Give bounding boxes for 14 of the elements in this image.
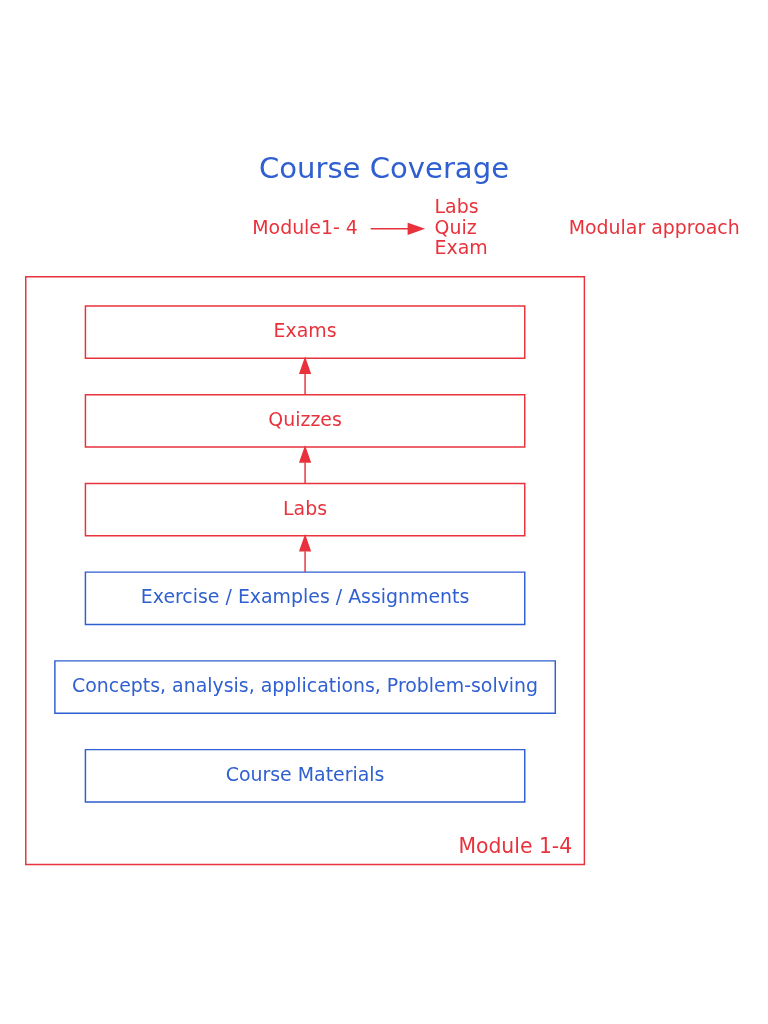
- arrow: [298, 533, 312, 573]
- node-box: Labs: [84, 482, 526, 536]
- node-box: Exercise / Examples / Assignments: [84, 570, 526, 625]
- node-box: Course Materials: [84, 748, 526, 803]
- node-text: Labs Quiz Exam: [434, 194, 488, 258]
- label: Modular approach: [568, 215, 740, 238]
- node-box: Concepts, analysis, applications, Problem-solving: [54, 659, 556, 714]
- arrow: [298, 444, 312, 484]
- node-text: Module1- 4: [252, 215, 358, 238]
- node-box: Exams: [84, 304, 526, 359]
- arrow: [298, 355, 312, 395]
- diagram-title: Course Coverage: [258, 150, 510, 185]
- node-box: Quizzes: [84, 393, 526, 448]
- arrow: [370, 222, 426, 235]
